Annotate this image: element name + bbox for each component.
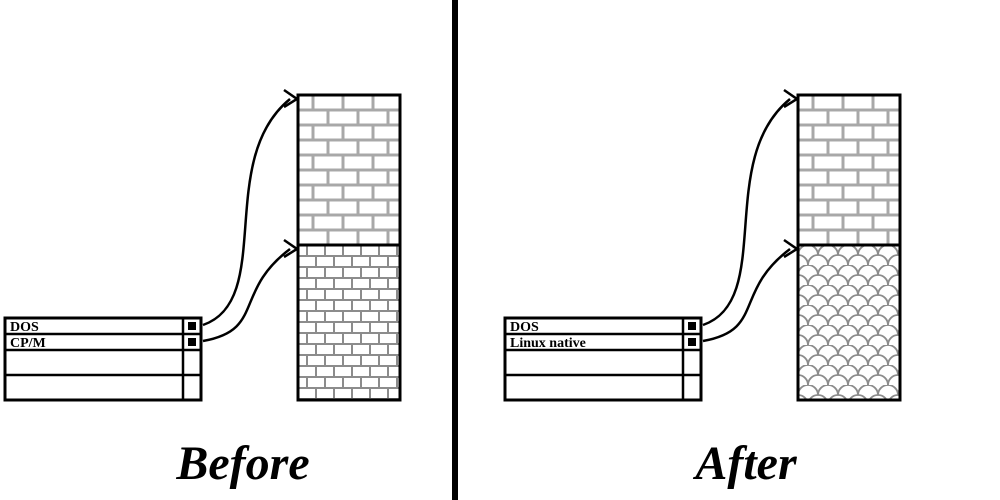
arrowhead-row2-after [783, 238, 800, 259]
caption-after: After [692, 437, 798, 490]
arrowhead-row1-before [283, 88, 300, 109]
partition-table-after [503, 316, 703, 402]
pointer-dot-row2-after [688, 338, 696, 346]
pointer-arrow-row1-before [202, 98, 291, 327]
arrowhead-row1-after [783, 88, 800, 109]
partition-row2-label-before: CP/M [10, 336, 46, 351]
pointer-dot-row2-before [188, 338, 196, 346]
partition-table-before [3, 316, 203, 402]
partition-row1-label-before: DOS [10, 320, 39, 335]
pointer-dot-row1-before [188, 322, 196, 330]
pointer-arrow-row2-after [702, 248, 791, 343]
caption-before: Before [175, 437, 309, 490]
pointer-arrow-row2-before [202, 248, 291, 343]
panel-divider [452, 0, 458, 500]
partition-row2-label-after: Linux native [510, 336, 586, 351]
panel-after: DOS Linux native After [503, 88, 902, 490]
pointer-arrow-row1-after [702, 98, 791, 327]
panel-before: DOS CP/M Before [3, 88, 402, 490]
disk-top-region-after [796, 93, 902, 247]
arrowhead-row2-before [283, 238, 300, 259]
pointer-dot-row1-after [688, 322, 696, 330]
disk-bottom-region-before [296, 243, 402, 402]
disk-top-region-before [296, 93, 402, 247]
disk-bottom-region-after [796, 243, 902, 402]
partition-row1-label-after: DOS [510, 320, 539, 335]
